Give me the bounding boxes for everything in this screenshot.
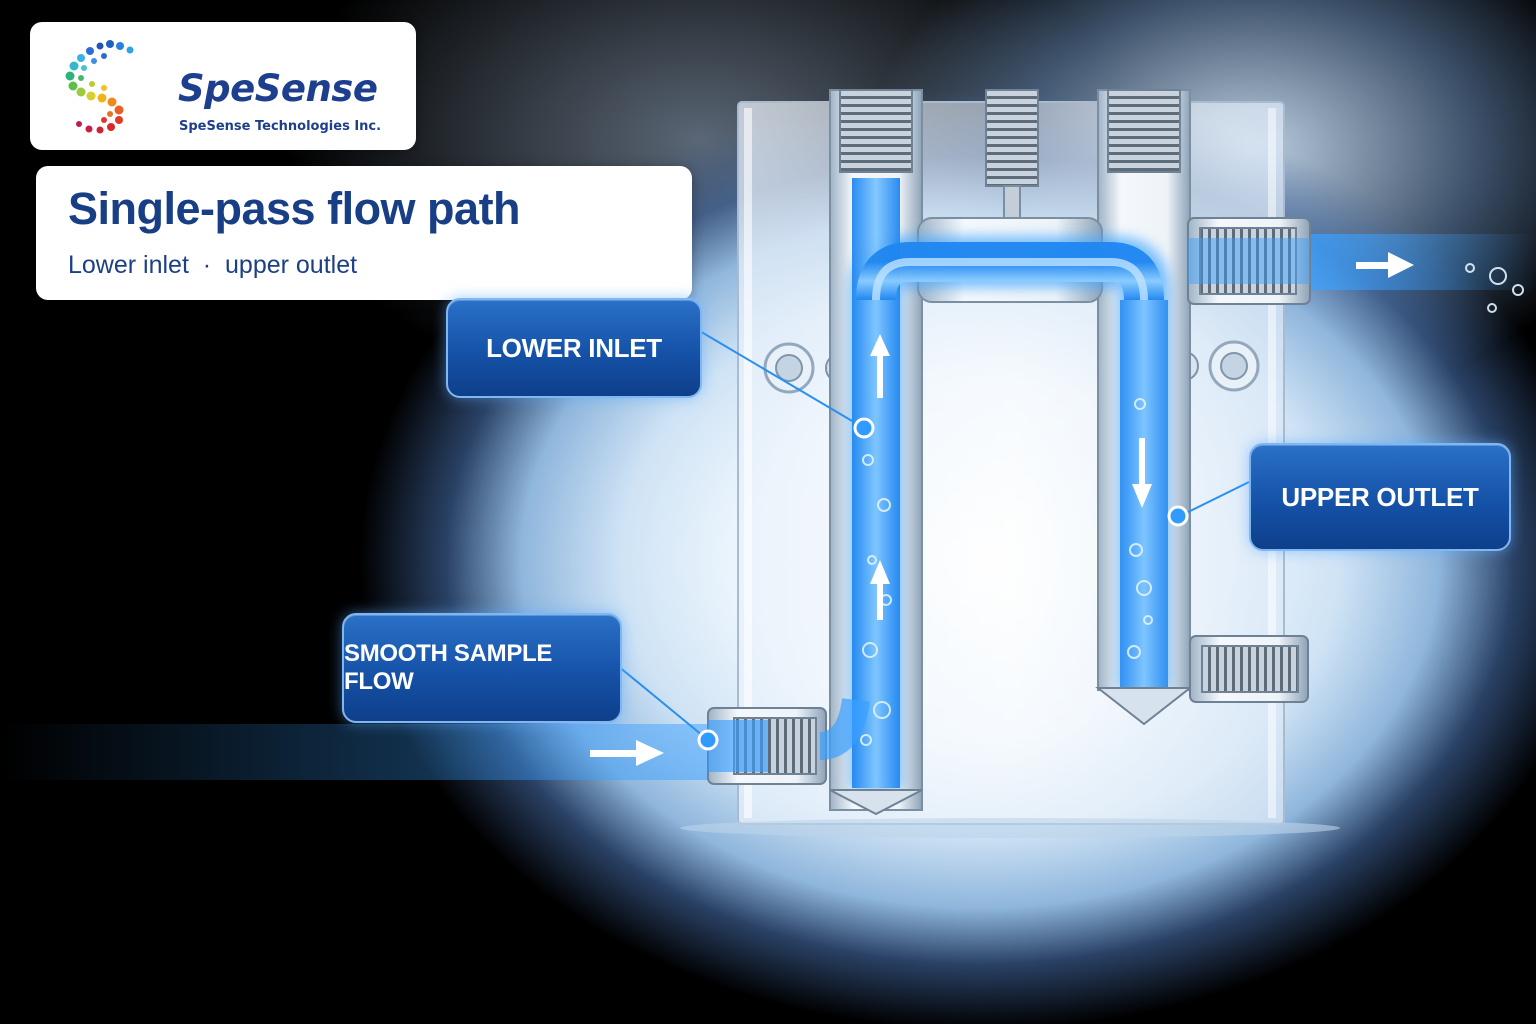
callout-upper-outlet: UPPER OUTLET — [1249, 443, 1511, 551]
page-title: Single-pass flow path — [68, 183, 521, 234]
leader-lower-inlet — [697, 329, 865, 429]
callout-smooth-sample-flow: SMOOTH SAMPLE FLOW — [342, 613, 622, 723]
top-center-screw — [985, 89, 1039, 187]
spesense-logo-icon — [65, 40, 134, 134]
leader-upper-outlet — [1179, 481, 1250, 517]
leader-smooth-flow — [617, 665, 709, 741]
outlet-arrow — [1356, 252, 1414, 278]
title-card: Single-pass flow path Lower inlet · uppe… — [36, 166, 692, 300]
company-name: SpeSense Technologies Inc. — [179, 119, 382, 134]
page-subtitle: Lower inlet · upper outlet — [68, 251, 358, 279]
callout-lower-inlet: LOWER INLET — [446, 298, 702, 398]
logo-wordmark: SpeSense — [178, 67, 378, 110]
inlet-arrow — [590, 740, 664, 766]
logo-card: SpeSense SpeSense Technologies Inc. — [30, 22, 416, 150]
